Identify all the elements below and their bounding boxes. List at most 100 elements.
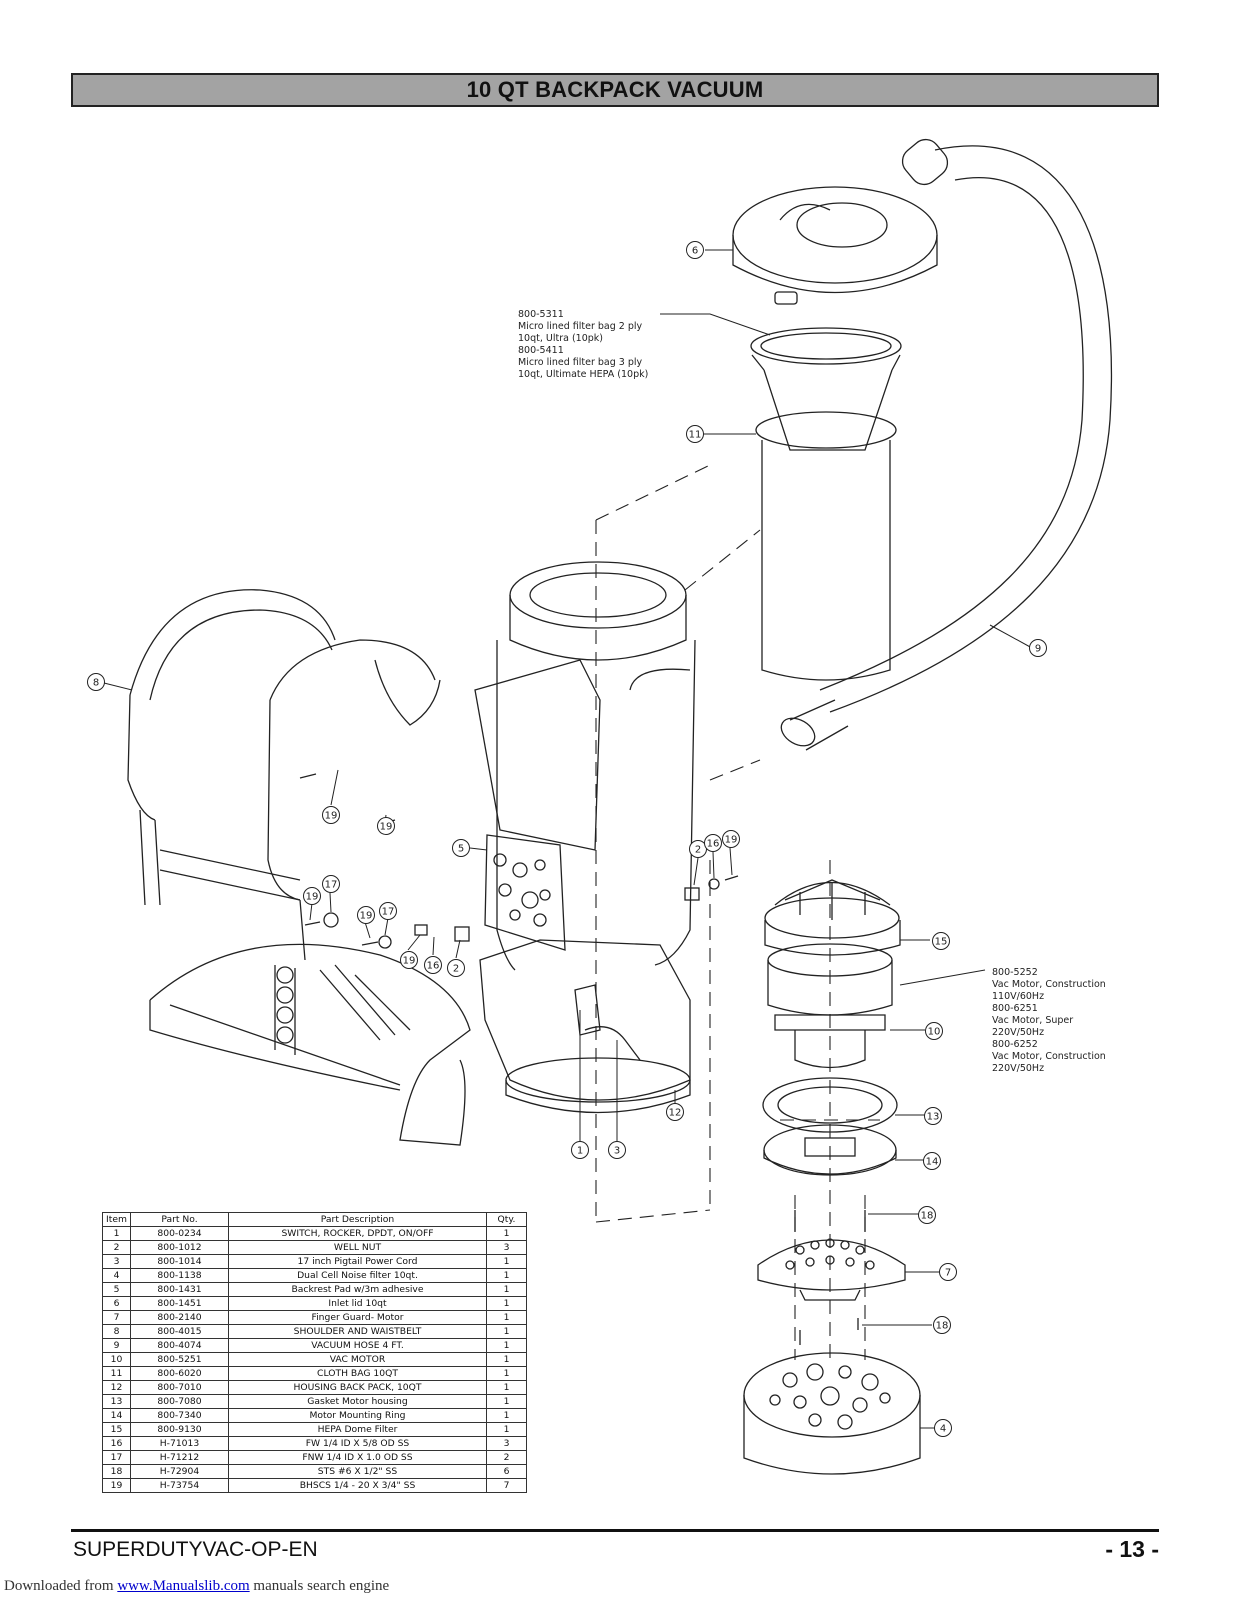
doc-code: SUPERDUTYVAC-OP-EN	[73, 1538, 318, 1561]
part-no-cell: 800-1012	[130, 1240, 229, 1255]
callout-circle	[357, 906, 375, 924]
callout-circle	[666, 1103, 684, 1121]
qty-cell: 3	[486, 1436, 527, 1451]
inlet-lid	[732, 186, 938, 305]
callout: 19	[303, 887, 321, 905]
item-cell: 11	[102, 1366, 131, 1381]
description-cell: Gasket Motor housing	[228, 1394, 487, 1409]
callout: 14	[923, 1152, 941, 1170]
screws	[794, 1210, 866, 1345]
callout: 3	[608, 1141, 626, 1159]
part-no-cell: H-71013	[130, 1436, 229, 1451]
part-no-cell: 800-1138	[130, 1268, 229, 1283]
callout-number: 19	[306, 892, 319, 903]
item-cell: 15	[102, 1422, 131, 1437]
callout-circle	[400, 951, 418, 969]
callout-circle	[918, 1206, 936, 1224]
manualslib-link[interactable]: www.Manualslib.com	[117, 1578, 250, 1594]
part-no-cell: 800-1451	[130, 1296, 229, 1311]
filter-bag	[750, 327, 902, 451]
qty-cell: 1	[486, 1352, 527, 1367]
callout-circle	[424, 956, 442, 974]
item-cell: 14	[102, 1408, 131, 1423]
part-no-cell: H-73754	[130, 1478, 229, 1493]
qty-cell: 7	[486, 1478, 527, 1493]
callout-number: 5	[458, 844, 464, 855]
callout-number: 15	[935, 937, 948, 948]
callout-circle	[686, 241, 704, 259]
part-no-cell: 800-4074	[130, 1338, 229, 1353]
item-cell: 17	[102, 1450, 131, 1465]
callout-number: 2	[695, 845, 701, 856]
assembly-lines	[595, 464, 880, 1360]
callout-number: 3	[614, 1146, 620, 1157]
callout-number: 17	[382, 907, 395, 918]
item-cell: 7	[102, 1310, 131, 1325]
callout: 19	[400, 951, 418, 969]
item-cell: 12	[102, 1380, 131, 1395]
item-cell: 16	[102, 1436, 131, 1451]
qty-cell: 1	[486, 1282, 527, 1297]
callout-circle	[939, 1263, 957, 1281]
item-cell: 19	[102, 1478, 131, 1493]
callout-circle	[924, 1107, 942, 1125]
motor-note: 800-5252 Vac Motor, Construction 110V/60…	[992, 967, 1109, 1074]
callout: 18	[933, 1316, 951, 1334]
callout: 2	[689, 840, 707, 858]
callout-number: 18	[921, 1211, 934, 1222]
part-no-cell: 800-7080	[130, 1394, 229, 1409]
callout: 17	[322, 875, 340, 893]
qty-cell: 1	[486, 1422, 527, 1437]
callout-number: 19	[325, 811, 338, 822]
callout-number: 16	[707, 839, 720, 850]
callout-number: 19	[725, 835, 738, 846]
qty-cell: 1	[486, 1324, 527, 1339]
description-cell: SHOULDER AND WAISTBELT	[228, 1324, 487, 1339]
callout-circle	[932, 932, 950, 950]
housing	[474, 561, 696, 1114]
callout: 2	[447, 959, 465, 977]
callout: 9	[1029, 639, 1047, 657]
qty-cell: 1	[486, 1408, 527, 1423]
callout: 10	[925, 1022, 943, 1040]
callout: 19	[322, 806, 340, 824]
motor-mounting-ring	[763, 1124, 897, 1176]
callout: 16	[424, 956, 442, 974]
hepa-dome-filter	[764, 879, 901, 956]
callout: 13	[924, 1107, 942, 1125]
callout-circle	[686, 425, 704, 443]
callout-number: 8	[93, 678, 99, 689]
page-title: 10 QT BACKPACK VACUUM	[71, 73, 1159, 107]
callout-circle	[377, 817, 395, 835]
qty-cell: 1	[486, 1338, 527, 1353]
callout-circle	[452, 839, 470, 857]
description-cell: Finger Guard- Motor	[228, 1310, 487, 1325]
callout-number: 13	[927, 1112, 940, 1123]
description-cell: HOUSING BACK PACK, 10QT	[228, 1380, 487, 1395]
description-cell: Dual Cell Noise filter 10qt.	[228, 1268, 487, 1283]
qty-cell: 1	[486, 1310, 527, 1325]
callout: 6	[686, 241, 704, 259]
description-cell: Inlet lid 10qt	[228, 1296, 487, 1311]
qty-cell: 1	[486, 1254, 527, 1269]
callout-number: 19	[360, 911, 373, 922]
qty-cell: 1	[486, 1226, 527, 1241]
callout-circle	[934, 1419, 952, 1437]
callout: 15	[932, 932, 950, 950]
callout-number: 10	[928, 1027, 941, 1038]
gasket-motor-housing	[762, 1077, 898, 1133]
callout: 19	[377, 817, 395, 835]
